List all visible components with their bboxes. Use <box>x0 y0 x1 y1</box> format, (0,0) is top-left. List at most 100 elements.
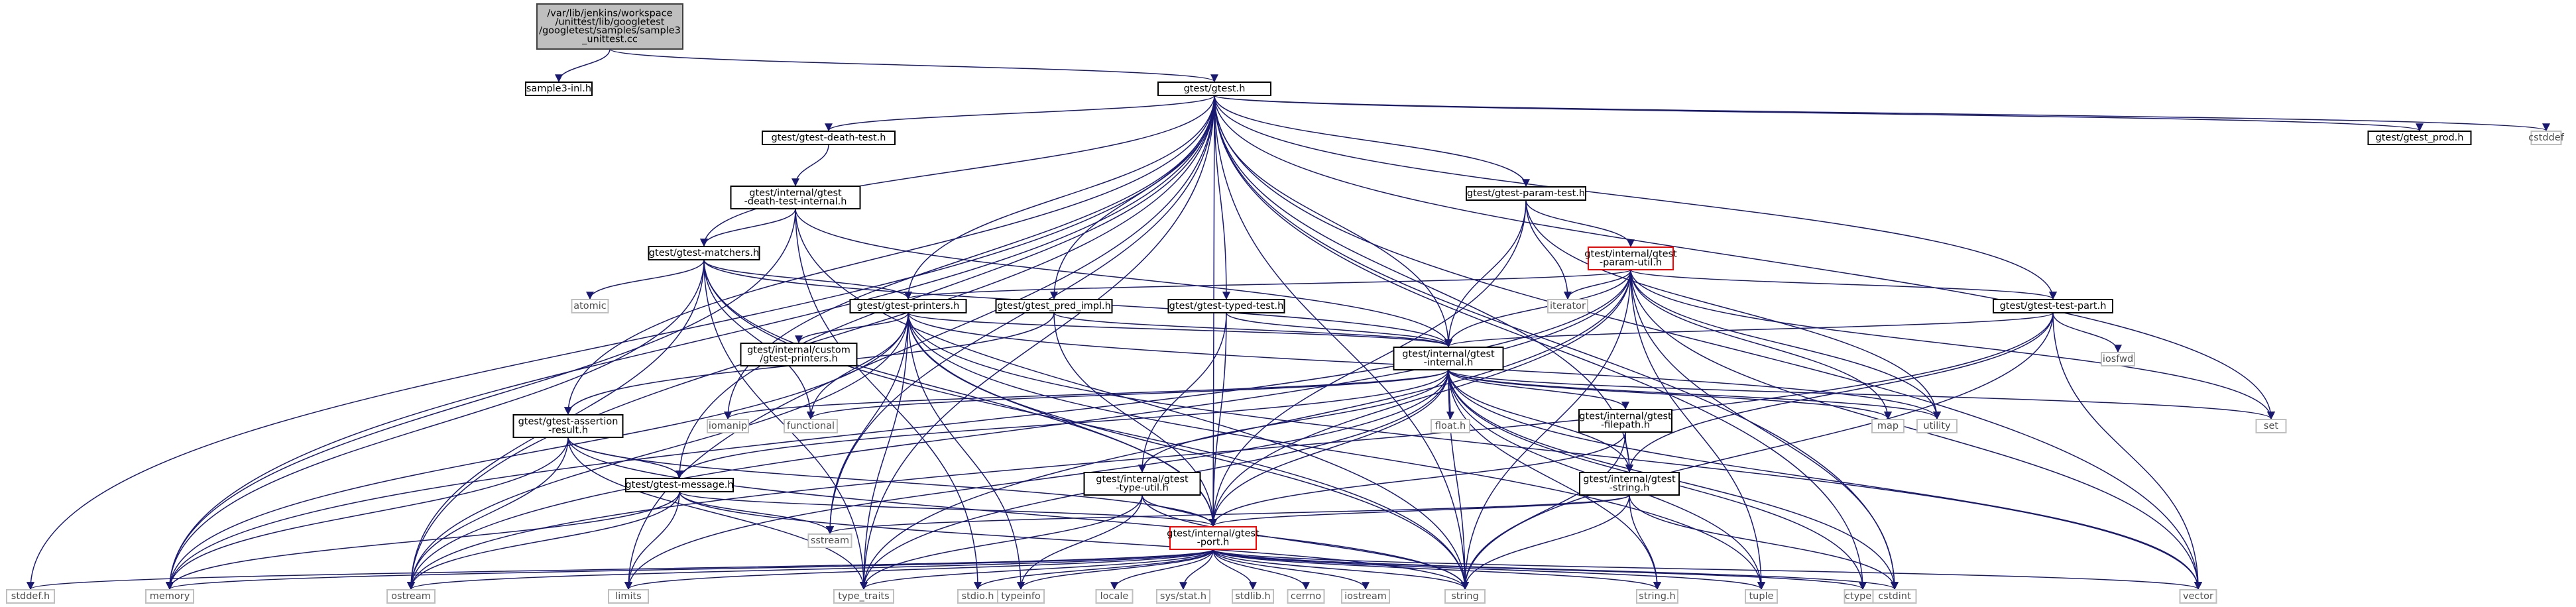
node-box <box>707 419 749 433</box>
node-cstddef[interactable]: cstddef <box>2528 131 2565 145</box>
node-iterator[interactable]: iterator <box>1547 299 1588 313</box>
node-typeinfo[interactable]: typeinfo <box>997 589 1045 604</box>
node-box <box>1547 299 1588 313</box>
node-cstdint[interactable]: cstdint <box>1872 589 1917 604</box>
node-box <box>145 589 194 604</box>
edge-putil-to-iterator <box>1564 269 1631 300</box>
node-label: _unittest.cc <box>581 34 638 45</box>
node-s3inl[interactable]: sample3-inl.h <box>525 82 593 96</box>
node-testpart[interactable]: gtest/gtest-test-part.h <box>1993 299 2113 313</box>
edge-port-to-locale <box>1110 549 1214 590</box>
node-prod[interactable]: gtest/gtest_prod.h <box>2367 131 2472 145</box>
node-string[interactable]: string <box>1444 589 1486 604</box>
node-label: string <box>1451 591 1479 602</box>
node-label: gtest/gtest-test-part.h <box>2000 301 2107 311</box>
node-label: iosfwd <box>2103 354 2133 364</box>
edge-gtest-to-ctype <box>1214 95 1867 590</box>
node-filepath[interactable]: gtest/internal/gtest-filepath.h <box>1578 409 1672 433</box>
node-label: gtest/gtest-printers.h <box>857 301 960 311</box>
node-message[interactable]: gtest/gtest-message.h <box>625 478 734 492</box>
node-predimpl[interactable]: gtest/gtest_pred_impl.h <box>995 299 1113 313</box>
node-label: sys/stat.h <box>1160 591 1206 602</box>
node-box <box>648 246 760 260</box>
node-stddef[interactable]: stddef.h <box>6 589 55 604</box>
node-utility[interactable]: utility <box>1916 419 1958 433</box>
edge-typed-to-port <box>1209 312 1227 527</box>
edge-gtest-to-type_traits <box>860 95 1215 590</box>
node-gtest[interactable]: gtest/gtest.h <box>1157 82 1271 96</box>
edge-putil-to-string <box>1461 269 1631 590</box>
node-label: gtest/gtest-assertion <box>518 417 618 427</box>
node-set[interactable]: set <box>2255 419 2287 433</box>
edge-matchers-to-memory <box>166 259 705 590</box>
node-stringh[interactable]: string.h <box>1636 589 1678 604</box>
node-root[interactable]: /var/lib/jenkins/workspace/unittest/lib/… <box>536 3 683 50</box>
node-label: gtest/internal/gtest <box>1583 474 1676 485</box>
node-assertion[interactable]: gtest/gtest-assertion-result.h <box>512 414 624 438</box>
node-locale[interactable]: locale <box>1095 589 1134 604</box>
edge-gtest-to-death <box>825 95 1215 132</box>
node-box <box>784 419 838 433</box>
node-matchers[interactable]: gtest/gtest-matchers.h <box>648 246 760 260</box>
node-box <box>730 186 861 209</box>
node-iosfwd[interactable]: iosfwd <box>2101 352 2135 366</box>
node-label: iostream <box>1344 591 1387 602</box>
edge-gstring-to-port <box>1209 494 1630 527</box>
node-sstream[interactable]: sstream <box>807 533 852 548</box>
node-port[interactable]: gtest/internal/gtest-port.h <box>1167 526 1259 550</box>
edge-internal-to-limits <box>624 369 1449 590</box>
node-param[interactable]: gtest/gtest-param-test.h <box>1466 186 1586 201</box>
node-box <box>1871 419 1904 433</box>
edge-port-to-stdio <box>974 549 1214 590</box>
node-stdio[interactable]: stdio.h <box>957 589 998 604</box>
edge-testpart-to-vector <box>2052 312 2202 590</box>
node-box <box>1444 589 1486 604</box>
edge-putil-to-set <box>1630 269 2275 420</box>
node-atomic[interactable]: atomic <box>571 299 609 313</box>
edge-port-to-memory <box>166 549 1214 590</box>
node-limits[interactable]: limits <box>608 589 649 604</box>
node-typed[interactable]: gtest/gtest-typed-test.h <box>1167 299 1285 313</box>
node-memory[interactable]: memory <box>145 589 194 604</box>
node-float[interactable]: float.h <box>1431 419 1470 433</box>
node-cerrno[interactable]: cerrno <box>1287 589 1325 604</box>
edge-dti-to-matchers <box>700 208 796 247</box>
edge-gstring-to-cstdint <box>1629 494 1899 590</box>
node-ctype[interactable]: ctype.h <box>1844 589 1882 604</box>
node-map[interactable]: map <box>1871 419 1904 433</box>
edge-message-to-sstream <box>679 491 834 535</box>
edge-testpart-to-ostream <box>407 312 2054 590</box>
node-dti[interactable]: gtest/internal/gtest-death-test-internal… <box>730 186 861 209</box>
node-stdlib[interactable]: stdlib.h <box>1232 589 1274 604</box>
node-gstring[interactable]: gtest/internal/gtest-string.h <box>1579 472 1680 496</box>
node-label: stddef.h <box>11 591 50 602</box>
node-vector[interactable]: vector <box>2179 589 2217 604</box>
node-tuple[interactable]: tuple <box>1745 589 1778 604</box>
node-box <box>995 299 1113 313</box>
node-iostream[interactable]: iostream <box>1341 589 1390 604</box>
node-box <box>740 343 858 366</box>
edge-assertion-to-string <box>567 437 1469 590</box>
node-box <box>2367 131 2472 145</box>
node-death[interactable]: gtest/gtest-death-test.h <box>762 131 896 145</box>
node-typeutil[interactable]: gtest/internal/gtest-type-util.h <box>1083 472 1201 496</box>
node-printers[interactable]: gtest/gtest-printers.h <box>849 299 967 313</box>
node-label: /gtest-printers.h <box>760 354 837 364</box>
node-putil[interactable]: gtest/internal/gtest-param-util.h <box>1584 247 1677 270</box>
node-box <box>1916 419 1958 433</box>
edge-internal-to-iomanip <box>724 369 1449 420</box>
node-type_traits[interactable]: type_traits <box>833 589 894 604</box>
edge-matchers-to-printers <box>703 259 912 300</box>
node-label: sstream <box>811 535 849 546</box>
edge-gtest-to-set <box>1214 95 2275 420</box>
node-sysstat[interactable]: sys/stat.h <box>1156 589 1210 604</box>
edge-gstring-to-stringh <box>1629 494 1661 590</box>
node-label: gtest/gtest_prod.h <box>2376 133 2464 143</box>
edge-gtest-to-matchers <box>700 95 1215 247</box>
node-ostream[interactable]: ostream <box>386 589 436 604</box>
node-box <box>1157 82 1271 96</box>
node-internal[interactable]: gtest/internal/gtest-internal.h <box>1393 347 1504 370</box>
node-functional[interactable]: functional <box>784 419 838 433</box>
node-custom[interactable]: gtest/internal/custom/gtest-printers.h <box>740 343 858 366</box>
node-iomanip[interactable]: iomanip <box>707 419 749 433</box>
